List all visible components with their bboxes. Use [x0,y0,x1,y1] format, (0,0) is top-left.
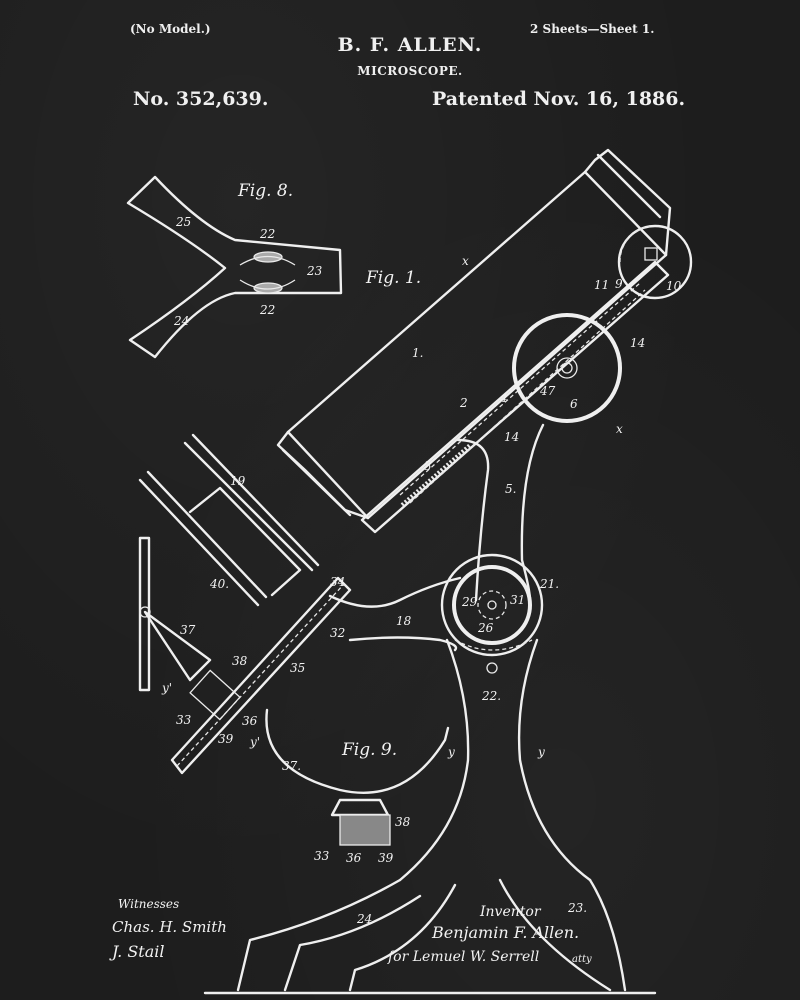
label-3: 3 [424,459,432,473]
label-9: 9 [615,277,623,291]
label-6: 6 [570,397,578,411]
sheet-count: 2 Sheets—Sheet 1. [530,22,655,36]
label-1: 1. [412,346,423,360]
inventor-name: B. F. ALLEN. [337,34,483,56]
label-26: 26 [477,621,494,635]
fig8-drawing: Fig. 8. 25 22 23 22 24 [126,175,343,359]
label-4: 4 [499,391,508,405]
fig9-label-38: 38 [395,815,411,829]
fig1-title: Fig. 1. [365,268,421,288]
label-36: 36 [242,714,258,728]
label-47: 47 [539,384,556,398]
label-18: 18 [396,614,412,628]
label-22: 22. [481,689,501,703]
witness-2-signature: J. Stail [109,942,165,961]
label-x-right: x [616,422,623,436]
fig8-label-22a: 22 [259,227,275,241]
fig9-label-37: 37. [282,759,301,773]
fig9-label-39: 39 [378,851,394,865]
label-y-prime-1: y' [161,681,172,695]
label-31: 31 [510,593,525,607]
fig1-drawing: Fig. 1. [138,148,693,995]
label-39: 39 [218,732,234,746]
attorney-signature: for Lemuel W. Serrell [387,949,539,965]
attorney-suffix: atty [572,954,592,965]
label-21: 21. [539,577,559,591]
label-34: 34 [330,575,345,589]
label-11: 11 [594,278,609,292]
label-35: 35 [290,661,305,675]
label-x-top: x [462,254,469,268]
fig8-label-23: 23 [306,264,323,278]
label-32: 32 [330,626,345,640]
model-note: (No Model.) [130,22,211,36]
label-24: 24 [356,912,372,926]
label-40: 40. [209,577,229,591]
patent-number: No. 352,639. [133,88,269,110]
label-14: 14 [630,336,645,350]
label-37: 37 [180,623,196,637]
label-y-left: y [447,745,455,759]
label-29: 29 [461,595,478,609]
fig9-label-36: 36 [346,851,362,865]
inventor-signature: Benjamin F. Allen. [431,923,579,942]
label-23: 23. [567,901,587,915]
witnesses-label: Witnesses [118,897,179,911]
label-19: 19 [230,474,246,488]
fig9-label-33: 33 [314,849,330,863]
label-2: 2 [459,396,468,410]
patent-date: Patented Nov. 16, 1886. [432,88,686,110]
inventor-label: Inventor [479,904,542,920]
label-5: 5. [505,482,516,496]
label-33: 33 [176,713,192,727]
label-14b: 14 [504,430,519,444]
label-38: 38 [232,654,248,668]
fig8-label-24: 24 [173,314,189,328]
fig8-label-25: 25 [175,215,191,229]
label-y-right: y [537,745,545,759]
label-y-prime-2: y' [249,735,260,749]
fig9-title: Fig. 9. [341,740,397,760]
witness-1-signature: Chas. H. Smith [112,918,227,936]
fig8-title: Fig. 8. [237,181,293,201]
fig8-label-22b: 22 [259,303,275,317]
signature-block: Witnesses Chas. H. Smith J. Stail Invent… [109,897,592,965]
label-10: 10 [666,279,682,293]
invention-title: MICROSCOPE. [357,64,463,78]
